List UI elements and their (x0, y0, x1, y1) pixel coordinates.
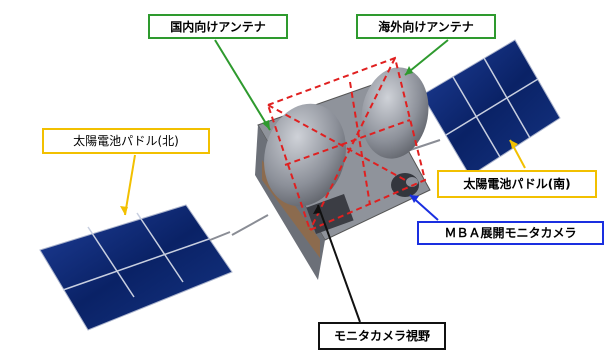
domestic-antenna-dish (264, 103, 346, 207)
leader-lines (120, 39, 526, 323)
overseas-antenna-dish (361, 67, 429, 159)
domestic-antenna-label: 国内向けアンテナ (148, 14, 288, 39)
solar-panel-south (409, 39, 561, 177)
solar-panel-north (39, 204, 269, 331)
mba-camera-label: ＭＢＡ展開モニタカメラ (417, 221, 604, 245)
solar-panel-north-label: 太陽電池パドル(北) (42, 128, 210, 154)
camera-fov-outline (266, 56, 427, 232)
camera-fov-label: モニタカメラ視野 (318, 322, 446, 350)
overseas-antenna-label: 海外向けアンテナ (356, 14, 496, 39)
solar-panel-south-label: 太陽電池パドル(南) (437, 170, 597, 198)
